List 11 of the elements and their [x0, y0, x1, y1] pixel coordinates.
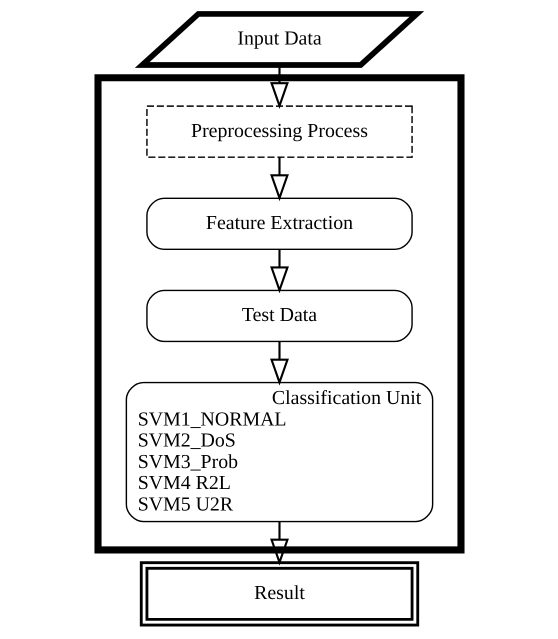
cluster: [94, 74, 464, 554]
node-box: Classification Unit SVM1_NORMAL SVM2_DoS SVM3_Prob SVM4 R2L SVM5 U2R: [125, 382, 433, 522]
arrow: [270, 65, 288, 110]
node-box: Preprocessing Process: [146, 105, 412, 158]
node-box: Result: [139, 561, 419, 626]
node-box: Test Data: [146, 290, 412, 342]
arrow: [270, 157, 288, 202]
arrow: [270, 250, 288, 294]
arrow: [270, 342, 288, 386]
arrow: [270, 522, 288, 566]
node-box: Feature Extraction: [146, 198, 412, 250]
